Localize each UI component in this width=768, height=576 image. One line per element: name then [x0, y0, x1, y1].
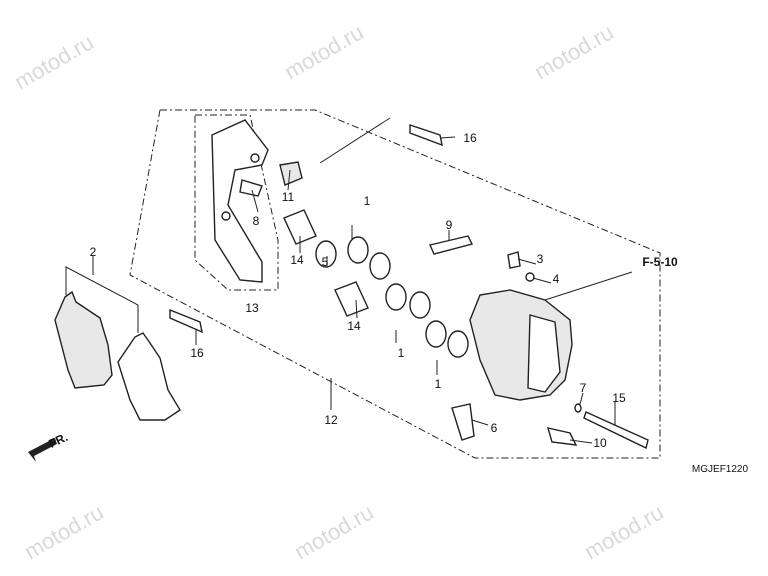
- seal: [409, 291, 431, 319]
- watermark-text: motod.ru: [280, 19, 368, 84]
- caliper-bracket: [211, 119, 269, 283]
- callout-10: 10: [593, 436, 607, 450]
- bolt: [409, 124, 443, 147]
- watermark-text: motod.ru: [580, 499, 668, 564]
- callout-8: 8: [253, 214, 260, 228]
- callout-7: 7: [580, 381, 587, 395]
- callout-9: 9: [446, 218, 453, 232]
- bracket-hole: [250, 153, 260, 163]
- watermark-text: motod.ru: [530, 19, 618, 84]
- callout-1: 1: [398, 346, 405, 360]
- front-indicator: FR.: [47, 430, 70, 451]
- leader-lines: [92, 136, 633, 444]
- piston-seal: [315, 240, 337, 268]
- callout-1: 1: [364, 194, 371, 208]
- boot: [279, 161, 303, 186]
- assembly-outline-left: [129, 109, 161, 276]
- brake-pad: [54, 290, 113, 389]
- brake-pad: [117, 332, 181, 421]
- callout-15: 15: [612, 391, 626, 405]
- pad-spring: [239, 179, 263, 197]
- bleeder-cap: [525, 272, 535, 282]
- bleeder-screw: [507, 251, 521, 269]
- pad-spring-plate: [451, 403, 475, 441]
- caliper-cover: [527, 314, 561, 393]
- bracket-hole: [221, 211, 231, 221]
- piston: [283, 209, 317, 245]
- reference-label: F-5-10: [642, 255, 678, 269]
- pad-pin: [429, 235, 474, 255]
- leader-line: [319, 117, 391, 164]
- callout-1: 1: [435, 377, 442, 391]
- slide-pin: [547, 427, 578, 446]
- callout-16: 16: [190, 346, 204, 360]
- callout-2: 2: [90, 245, 97, 259]
- callout-13: 13: [245, 301, 259, 315]
- callout-14: 14: [290, 253, 304, 267]
- callout-12: 12: [324, 413, 338, 427]
- seal: [447, 330, 469, 358]
- assembly-outline: [129, 109, 661, 459]
- watermark-text: motod.ru: [290, 499, 378, 564]
- bracket-outline: [194, 114, 279, 291]
- o-ring: [574, 403, 582, 413]
- callout-16: 16: [463, 131, 477, 145]
- bolt: [169, 308, 203, 334]
- seal: [425, 320, 447, 348]
- callout-3: 3: [537, 252, 544, 266]
- seal: [369, 252, 391, 280]
- callout-5: 5: [322, 255, 329, 269]
- callout-4: 4: [553, 272, 560, 286]
- watermark-text: motod.ru: [10, 29, 98, 94]
- caliper-bolt: [583, 411, 649, 450]
- watermark-text: motod.ru: [20, 499, 108, 564]
- front-arrow-icon: [28, 438, 57, 462]
- diagram-code: MGJEF1220: [692, 464, 749, 475]
- seal: [385, 283, 407, 311]
- callout-14: 14: [347, 319, 361, 333]
- leader-bracket: [65, 266, 139, 333]
- seal: [347, 236, 369, 264]
- callout-6: 6: [491, 421, 498, 435]
- piston: [334, 281, 369, 317]
- callout-11: 11: [282, 190, 295, 204]
